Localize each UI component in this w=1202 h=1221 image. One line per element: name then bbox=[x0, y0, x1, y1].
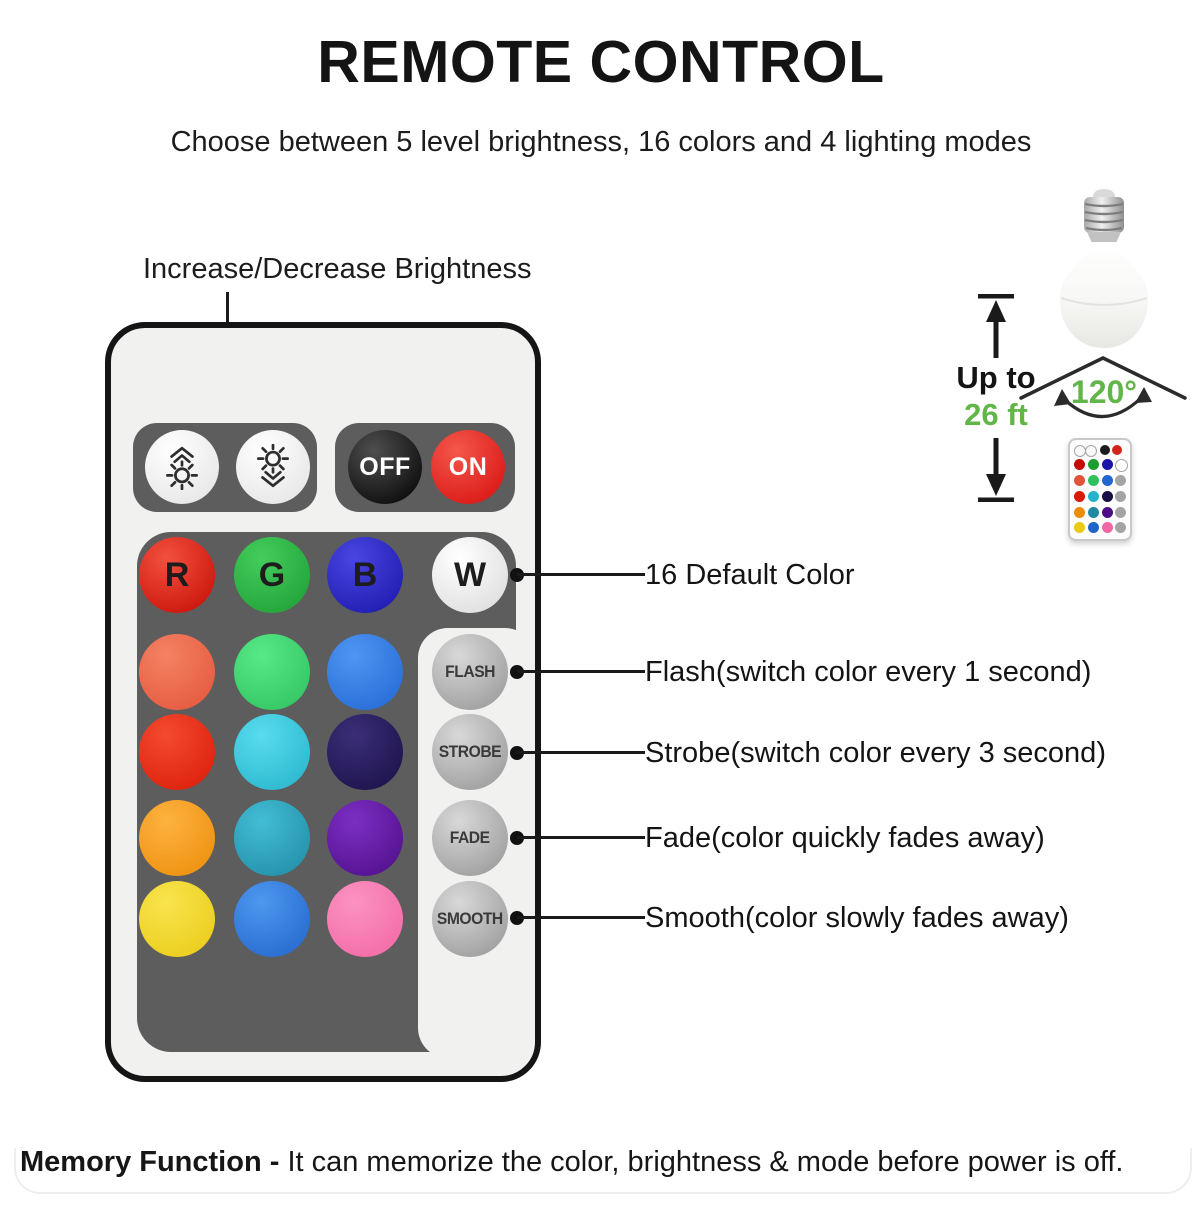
callout-line bbox=[517, 836, 645, 839]
color-button-purple bbox=[327, 800, 403, 876]
mini-color-dot bbox=[1074, 459, 1085, 470]
mini-mode-dot bbox=[1115, 475, 1126, 486]
color-button-sky-blue bbox=[234, 881, 310, 957]
mini-top-button bbox=[1085, 445, 1097, 457]
color-button-g-label: G bbox=[258, 555, 286, 594]
beam-angle-graphic bbox=[1019, 356, 1187, 419]
off-button-label: OFF bbox=[359, 452, 411, 481]
mode-button-strobe-label: STROBE bbox=[438, 742, 502, 761]
color-button-r: R bbox=[139, 537, 215, 613]
mini-color-dot bbox=[1088, 491, 1099, 502]
remote-control: OFF ON R G B W FLASH STROBE FADE SMOOTH bbox=[105, 322, 541, 1082]
mini-color-dot bbox=[1102, 459, 1113, 470]
annotation-strobe: Strobe(switch color every 3 second) bbox=[505, 732, 1185, 774]
mode-button-smooth: SMOOTH bbox=[432, 881, 508, 957]
brightness-callout-label: Increase/Decrease Brightness bbox=[143, 253, 532, 285]
annotation-text: Flash(switch color every 1 second) bbox=[645, 656, 1092, 688]
annotation-fade: Fade(color quickly fades away) bbox=[505, 817, 1185, 859]
color-button-b: B bbox=[327, 537, 403, 613]
annotation-text: 16 Default Color bbox=[645, 559, 855, 591]
callout-line bbox=[517, 573, 645, 576]
callout-line bbox=[517, 916, 645, 919]
range-up-to-label: Up to bbox=[956, 360, 1036, 395]
mini-color-dot bbox=[1074, 522, 1085, 533]
mode-button-flash: FLASH bbox=[432, 634, 508, 710]
color-button-dark-navy bbox=[327, 714, 403, 790]
color-button-red bbox=[139, 714, 215, 790]
beam-angle-value: 120° bbox=[1070, 374, 1138, 410]
mini-color-dot bbox=[1074, 475, 1085, 486]
color-button-dodger-blue bbox=[327, 634, 403, 710]
color-button-spring-green bbox=[234, 634, 310, 710]
color-button-teal bbox=[234, 800, 310, 876]
mini-top-button bbox=[1112, 445, 1122, 455]
color-button-g: G bbox=[234, 537, 310, 613]
memory-function-text: It can memorize the color, brightness & … bbox=[279, 1146, 1124, 1178]
color-button-orange bbox=[139, 800, 215, 876]
annotation-text: Smooth(color slowly fades away) bbox=[645, 902, 1069, 934]
mode-button-flash-label: FLASH bbox=[445, 662, 495, 681]
mini-color-dot bbox=[1102, 522, 1113, 533]
on-button: ON bbox=[431, 430, 505, 504]
color-button-r-label: R bbox=[164, 555, 190, 594]
mini-color-dot bbox=[1088, 475, 1099, 486]
mini-remote-illustration bbox=[1068, 438, 1132, 541]
brightness-down-icon bbox=[257, 444, 289, 488]
off-button: OFF bbox=[348, 430, 422, 504]
color-button-coral bbox=[139, 634, 215, 710]
mini-color-dot bbox=[1115, 459, 1128, 472]
callout-line bbox=[517, 751, 645, 754]
mini-color-dot bbox=[1088, 522, 1099, 533]
color-button-w: W bbox=[432, 537, 508, 613]
mini-mode-dot bbox=[1115, 522, 1126, 533]
callout-line bbox=[517, 670, 645, 673]
range-distance-value: 26 ft bbox=[964, 397, 1028, 432]
mini-top-button bbox=[1100, 445, 1110, 455]
distance-arrow bbox=[978, 294, 1014, 502]
mini-color-dot bbox=[1102, 475, 1113, 486]
on-button-label: ON bbox=[448, 452, 488, 481]
page-title: REMOTE CONTROL bbox=[317, 29, 885, 95]
color-button-w-label: W bbox=[453, 555, 487, 594]
brightness-up-icon bbox=[166, 446, 198, 490]
color-button-b-label: B bbox=[352, 555, 378, 594]
color-button-pink bbox=[327, 881, 403, 957]
memory-function-note: Memory Function - It can memorize the co… bbox=[20, 1146, 1195, 1179]
mode-button-fade: FADE bbox=[432, 800, 508, 876]
brightness-down-button bbox=[236, 430, 310, 504]
mini-color-dot bbox=[1088, 507, 1099, 518]
mode-button-smooth-label: SMOOTH bbox=[437, 909, 503, 928]
mini-color-dot bbox=[1074, 491, 1085, 502]
color-button-yellow bbox=[139, 881, 215, 957]
annotation-smooth: Smooth(color slowly fades away) bbox=[505, 897, 1185, 939]
mini-color-dot bbox=[1088, 459, 1099, 470]
annotation-flash: Flash(switch color every 1 second) bbox=[505, 651, 1185, 693]
page-subtitle: Choose between 5 level brightness, 16 co… bbox=[170, 126, 1032, 158]
mini-color-dot bbox=[1074, 507, 1085, 518]
mini-color-dot bbox=[1102, 491, 1113, 502]
color-button-cyan bbox=[234, 714, 310, 790]
annotation-text: Strobe(switch color every 3 second) bbox=[645, 737, 1106, 769]
mode-button-strobe: STROBE bbox=[432, 714, 508, 790]
mini-mode-dot bbox=[1115, 507, 1126, 518]
mini-color-dot bbox=[1102, 507, 1113, 518]
mode-button-fade-label: FADE bbox=[450, 828, 490, 847]
light-bulb-illustration bbox=[1060, 189, 1148, 348]
brightness-up-button bbox=[145, 430, 219, 504]
annotation-default-color: 16 Default Color bbox=[505, 554, 1185, 596]
card-bottom-edge bbox=[14, 1148, 1192, 1194]
memory-function-title: Memory Function - bbox=[20, 1146, 280, 1178]
mini-mode-dot bbox=[1115, 491, 1126, 502]
annotation-text: Fade(color quickly fades away) bbox=[645, 822, 1045, 854]
